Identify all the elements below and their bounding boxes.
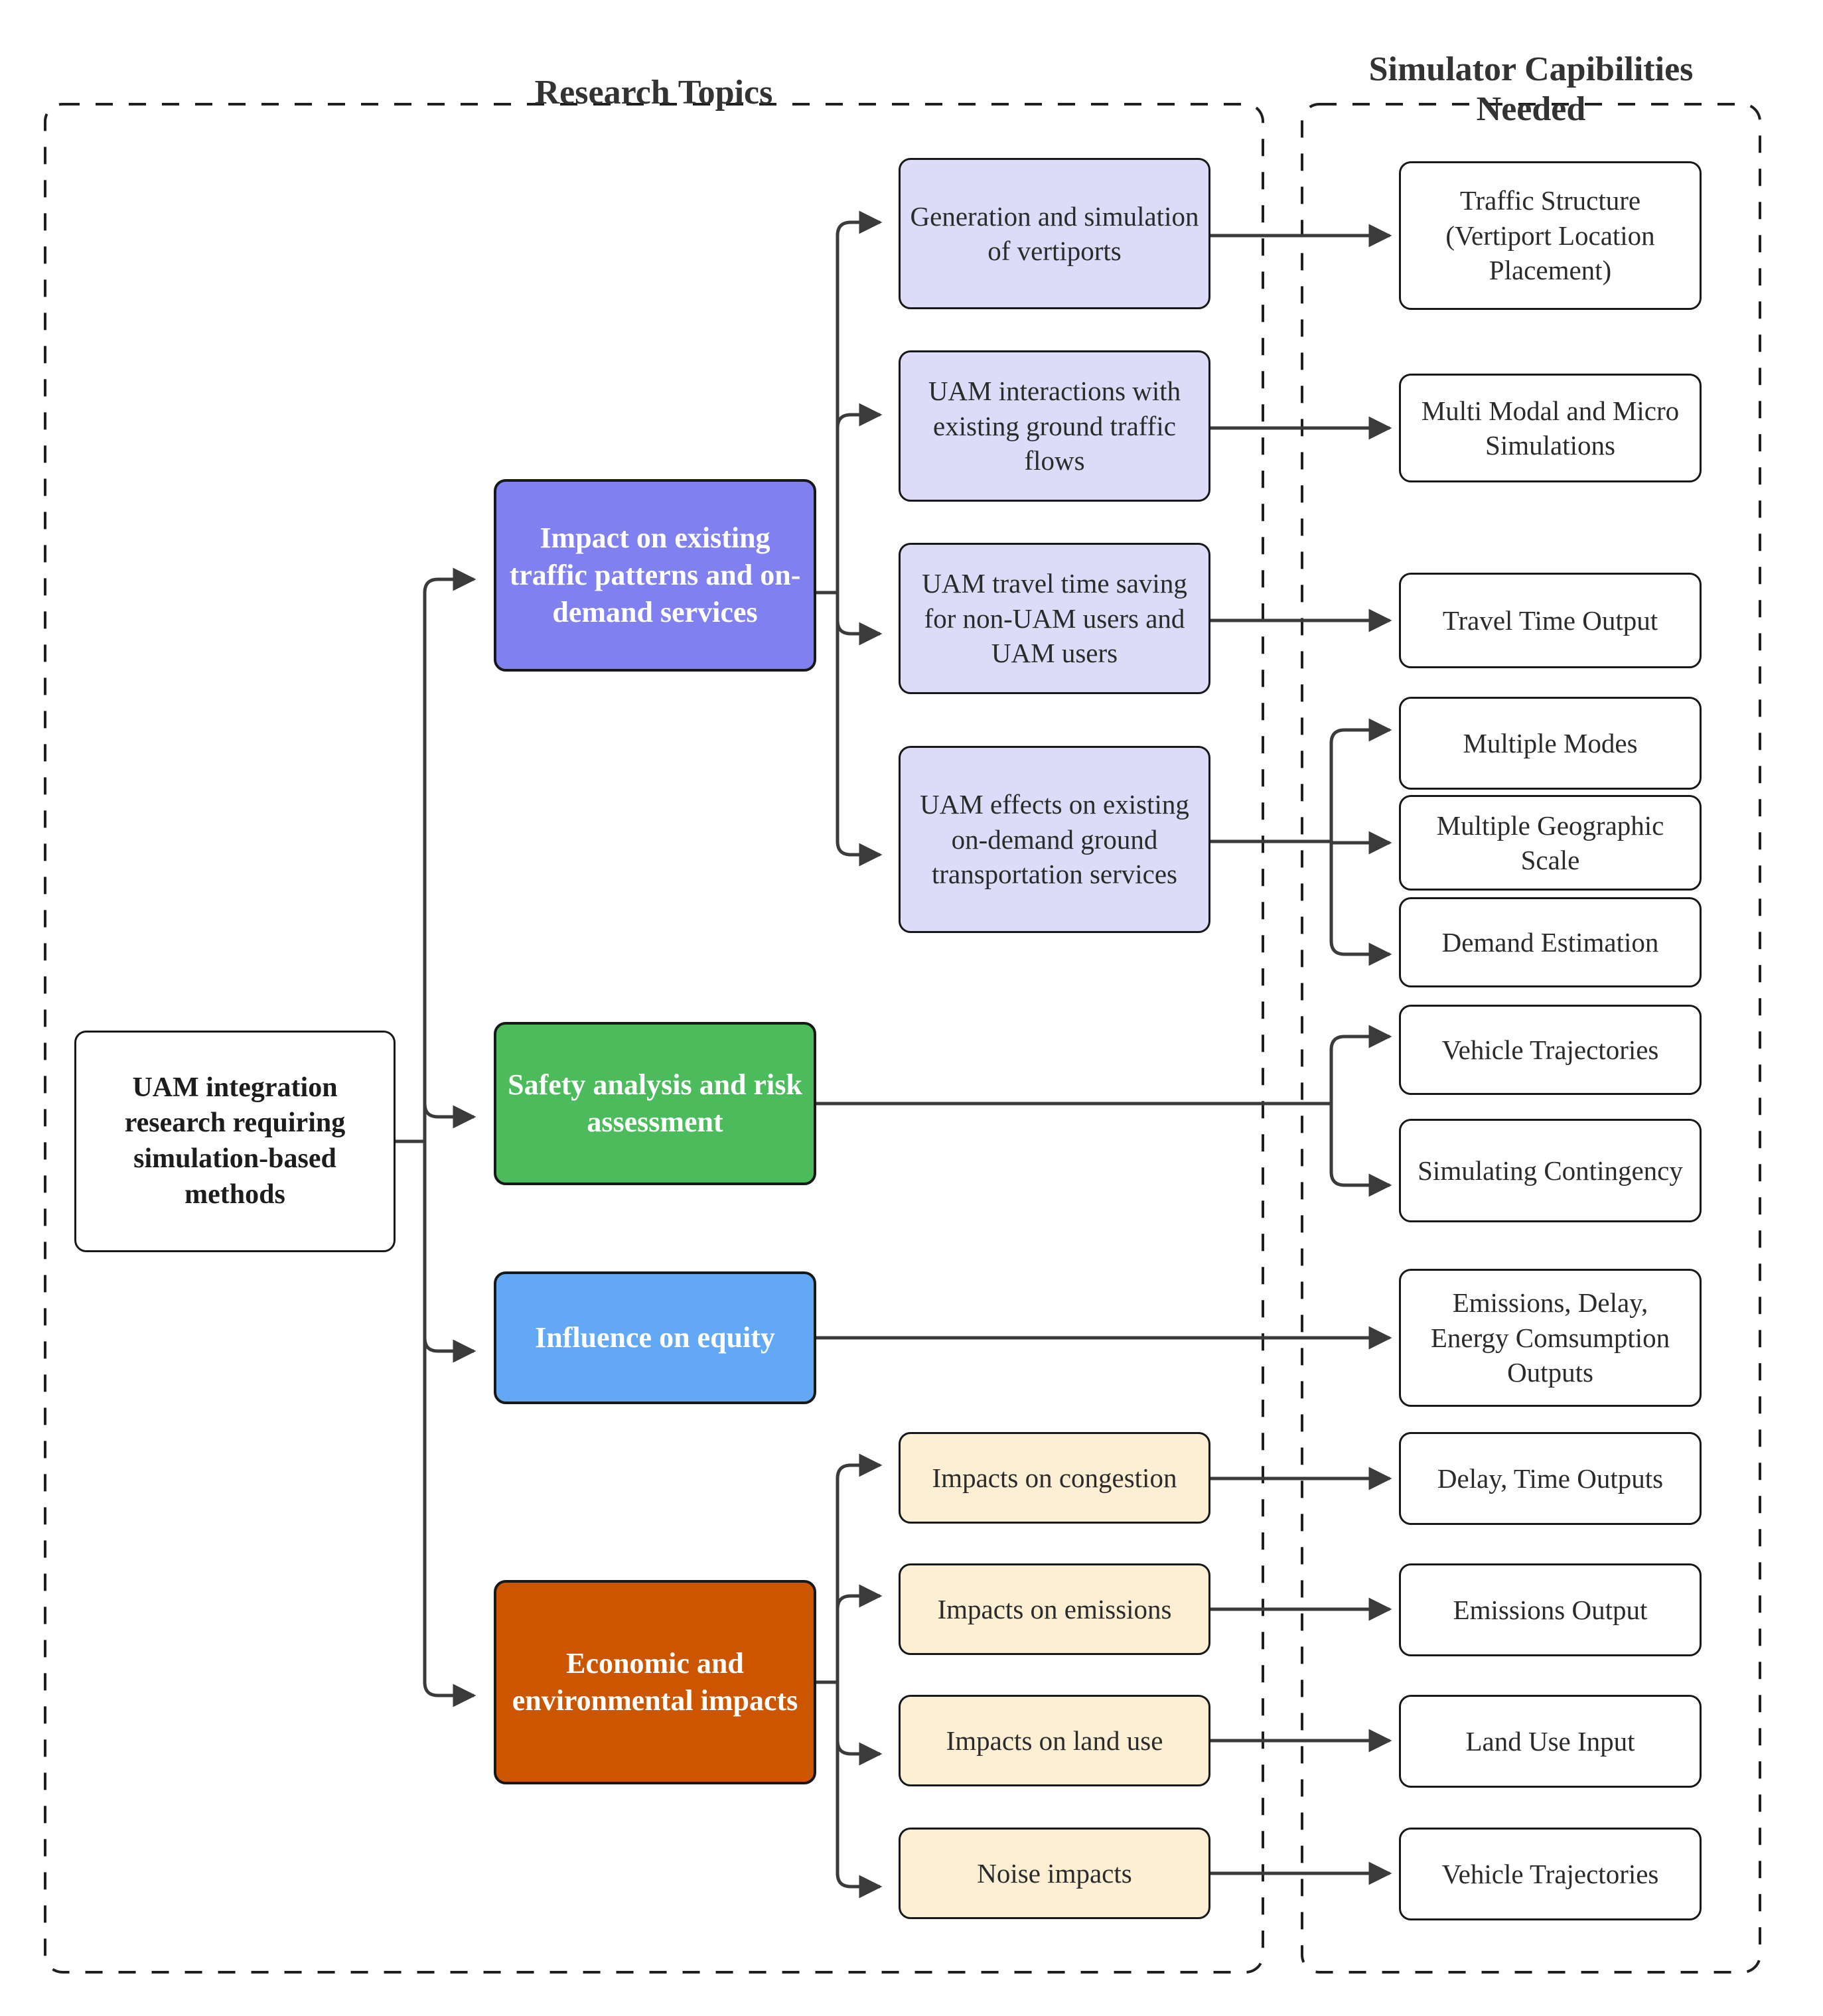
subtopic-node-congestion[interactable]: Impacts on congestion bbox=[899, 1432, 1210, 1524]
category-node-equity[interactable]: Influence on equity bbox=[494, 1271, 816, 1404]
capability-node-emissions-delay-energy[interactable]: Emissions, Delay, Energy Comsumption Out… bbox=[1399, 1269, 1702, 1407]
subtopic-node-vertiport-generation[interactable]: Generation and simulation of vertiports bbox=[899, 158, 1210, 309]
capability-node-demand-estimation[interactable]: Demand Estimation bbox=[1399, 897, 1702, 987]
root-node[interactable]: UAM integration research requiring simul… bbox=[74, 1031, 396, 1252]
group-title-research-topics: Research Topics bbox=[534, 74, 773, 111]
capability-node-vehicle-trajectories-safety[interactable]: Vehicle Trajectories bbox=[1399, 1005, 1702, 1095]
subtopic-node-noise[interactable]: Noise impacts bbox=[899, 1828, 1210, 1919]
capability-node-travel-time-output[interactable]: Travel Time Output bbox=[1399, 573, 1702, 668]
capability-node-traffic-structure[interactable]: Traffic Structure (Vertiport Location Pl… bbox=[1399, 161, 1702, 310]
capability-node-emissions-output[interactable]: Emissions Output bbox=[1399, 1563, 1702, 1656]
subtopic-node-ground-traffic-interaction[interactable]: UAM interactions with existing ground tr… bbox=[899, 350, 1210, 502]
capability-node-multiple-geographic-scale[interactable]: Multiple Geographic Scale bbox=[1399, 795, 1702, 891]
capability-node-simulating-contingency[interactable]: Simulating Contingency bbox=[1399, 1119, 1702, 1222]
capability-node-delay-time-outputs[interactable]: Delay, Time Outputs bbox=[1399, 1432, 1702, 1525]
subtopic-node-on-demand-effects[interactable]: UAM effects on existing on-demand ground… bbox=[899, 746, 1210, 933]
capability-node-multi-modal-micro-sim[interactable]: Multi Modal and Micro Simulations bbox=[1399, 374, 1702, 482]
group-title-simulator-capabilities: Simulator Capibilities Needed bbox=[1368, 50, 1694, 128]
capability-node-land-use-input[interactable]: Land Use Input bbox=[1399, 1695, 1702, 1788]
subtopic-node-emissions[interactable]: Impacts on emissions bbox=[899, 1563, 1210, 1655]
subtopic-node-travel-time-saving[interactable]: UAM travel time saving for non-UAM users… bbox=[899, 543, 1210, 694]
category-node-impact[interactable]: Impact on existing traffic patterns and … bbox=[494, 479, 816, 672]
category-node-safety[interactable]: Safety analysis and risk assessment bbox=[494, 1022, 816, 1185]
capability-node-vehicle-trajectories-noise[interactable]: Vehicle Trajectories bbox=[1399, 1828, 1702, 1920]
subtopic-node-land-use[interactable]: Impacts on land use bbox=[899, 1695, 1210, 1786]
capability-node-multiple-modes[interactable]: Multiple Modes bbox=[1399, 697, 1702, 790]
category-node-economic[interactable]: Economic and environmental impacts bbox=[494, 1580, 816, 1784]
